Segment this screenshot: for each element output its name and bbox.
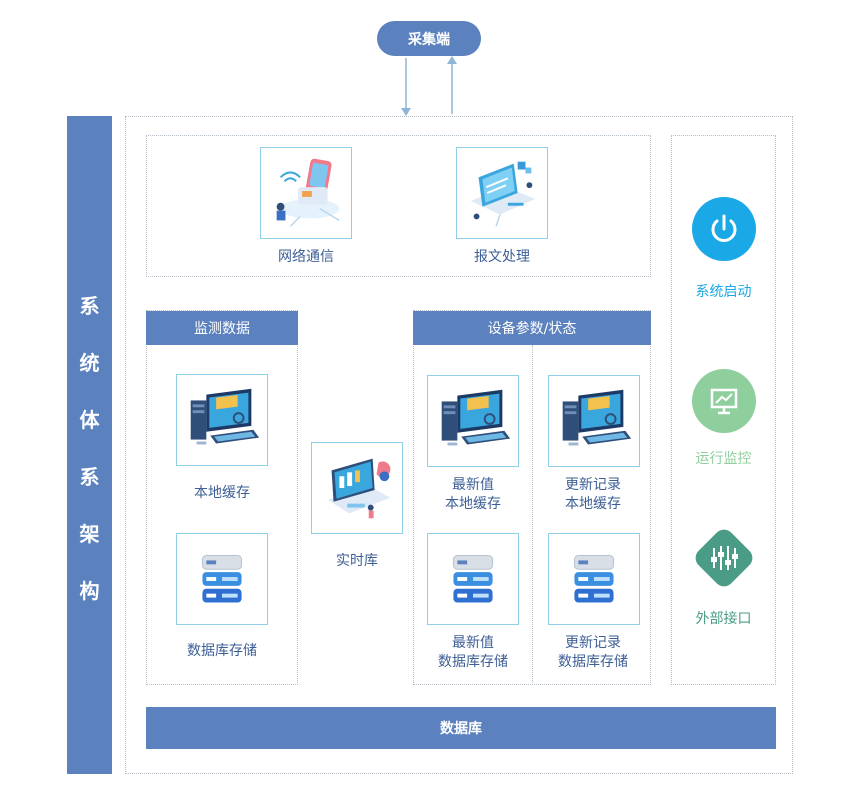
system-functions-panel <box>671 135 776 685</box>
computer-icon <box>428 376 518 466</box>
monitoring-data-header: 监测数据 <box>146 311 298 345</box>
history-db-line2: 数据库存储 <box>558 654 628 670</box>
communication-section <box>146 135 651 277</box>
latest-db-line2: 数据库存储 <box>438 654 508 670</box>
latest-db-storage-label: 最新值 数据库存储 <box>413 634 533 672</box>
history-db-storage-label: 更新记录 数据库存储 <box>533 634 653 672</box>
realtime-db-card <box>311 442 403 534</box>
network-communication-card <box>260 147 352 239</box>
network-communication-label: 网络通信 <box>278 249 334 265</box>
title-char-3: 体 <box>79 408 100 432</box>
latest-local-cache-label: 最新值 本地缓存 <box>413 476 533 514</box>
history-cache-line1: 更新记录 <box>565 477 621 493</box>
collector-label: 采集端 <box>408 31 450 48</box>
collector-node: 采集端 <box>377 21 481 56</box>
device-params-header: 设备参数/状态 <box>413 311 651 345</box>
history-db-storage-card <box>548 533 640 625</box>
message-processing-icon <box>470 161 536 227</box>
monitor-chart-icon <box>692 369 756 433</box>
external-interface-label: 外部接口 <box>695 611 752 627</box>
monitor-db-storage-card <box>176 533 268 625</box>
latest-cache-line2: 本地缓存 <box>445 496 501 512</box>
system-architecture-title: 系 统 体 系 架 构 <box>67 116 112 774</box>
server-icon <box>428 534 518 624</box>
device-section-divider <box>532 345 533 685</box>
network-communication-icon <box>276 158 340 227</box>
monitoring-data-section <box>146 310 298 685</box>
architecture-frame <box>125 116 793 774</box>
history-local-cache-card <box>548 375 640 467</box>
title-char-4: 系 <box>79 465 100 489</box>
title-char-1: 系 <box>79 294 100 318</box>
system-startup-label: 系统启动 <box>695 284 752 300</box>
database-bar: 数据库 <box>146 707 776 749</box>
monitoring-data-title: 监测数据 <box>194 321 250 337</box>
latest-db-line1: 最新值 <box>452 635 494 651</box>
runtime-monitoring-label: 运行监控 <box>695 451 752 467</box>
latest-local-cache-card <box>427 375 519 467</box>
server-icon <box>549 534 639 624</box>
device-params-title: 设备参数/状态 <box>487 321 577 337</box>
computer-icon <box>549 376 639 466</box>
server-icon <box>177 534 267 624</box>
history-db-line1: 更新记录 <box>565 635 621 651</box>
title-char-2: 统 <box>79 351 100 375</box>
computer-icon <box>177 375 267 465</box>
realtime-db-label: 实时库 <box>336 553 378 569</box>
history-cache-line2: 本地缓存 <box>565 496 621 512</box>
title-char-5: 架 <box>79 522 100 546</box>
data-flow-arrows <box>401 56 457 116</box>
database-label: 数据库 <box>440 721 482 737</box>
monitor-db-storage-label: 数据库存储 <box>187 643 257 659</box>
latest-cache-line1: 最新值 <box>452 477 494 493</box>
message-processing-label: 报文处理 <box>474 249 530 265</box>
title-char-6: 构 <box>79 579 100 603</box>
monitor-local-cache-card <box>176 374 268 466</box>
realtime-dashboard-icon <box>327 458 391 519</box>
equalizer-icon <box>691 525 757 591</box>
history-local-cache-label: 更新记录 本地缓存 <box>533 476 653 514</box>
latest-db-storage-card <box>427 533 519 625</box>
message-processing-card <box>456 147 548 239</box>
monitor-local-cache-label: 本地缓存 <box>194 485 250 501</box>
power-icon <box>692 197 756 261</box>
